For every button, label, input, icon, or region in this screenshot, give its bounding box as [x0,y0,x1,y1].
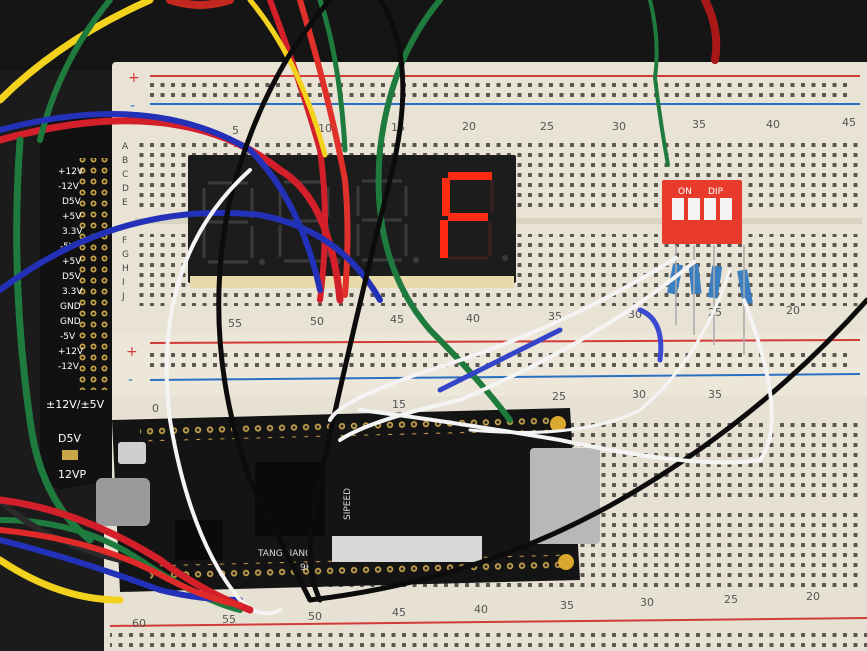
col-num: 20 [462,120,476,133]
row-letter: I [122,278,125,288]
row-letter: J [121,292,125,302]
col-num: 25 [724,593,738,606]
row-letter: H [122,264,129,274]
bottom-bottom-numbers: 60 55 50 45 40 35 30 25 20 [132,590,820,630]
dip-switch-4[interactable] [720,198,732,220]
col-num: 35 [692,118,706,131]
digit-4-lit-f [440,172,508,261]
col-num: 15 [392,398,406,411]
model-suffix-label: 9K [300,563,313,573]
brand-label: SIPEED [343,488,353,520]
dip-switch-3[interactable] [704,198,716,220]
col-num: 30 [632,388,646,401]
col-num: 40 [474,603,488,616]
top-rail-minus-label: - [130,98,135,114]
reset-button[interactable] [118,442,146,464]
col-num: 20 [806,590,820,603]
col-num: 45 [842,116,856,129]
mid-rail-plus-label: + [126,344,138,360]
resistor-array [666,245,753,355]
row-letter: D [122,184,129,194]
col-num: 30 [640,596,654,609]
mid-rail-minus-label: - [128,372,133,388]
row-letter: A [122,142,129,152]
jumper-label: ±12V/±5V [46,398,105,411]
dip-label: DIP [708,187,724,197]
col-num: 30 [612,120,626,133]
dip-switch: ON DIP [662,180,753,355]
col-num: 5 [232,124,239,137]
pin-label: -12V [58,182,80,192]
dip-on-label: ON [678,187,692,197]
mounting-hole [558,554,574,570]
dip-switch-2[interactable] [688,198,700,220]
row-letter: F [122,236,127,246]
top-column-numbers: 5 10 15 20 25 30 35 40 45 [232,116,856,137]
pin-label: GND [60,317,81,327]
col-num: 40 [466,312,480,325]
module-bottom-label: 12VP [58,468,87,481]
col-num: 35 [560,599,574,612]
pin-label: +12V [58,167,84,177]
d5v-label: D5V [58,432,81,445]
col-num: 50 [308,610,322,623]
top-row-letters: A B C D E F G H I J [121,142,129,302]
col-num: 60 [132,617,146,630]
pin-label: 3.3V [62,287,83,297]
pin-label: +5V [62,212,82,222]
col-num: 55 [222,613,236,626]
pin-label: -5V [60,332,76,342]
bottom-top-numbers: 0 15 25 30 35 [152,388,722,415]
seven-segment-display [188,155,516,288]
col-num: 45 [392,606,406,619]
col-num: 45 [390,313,404,326]
col-num: 20 [786,304,800,317]
pin-label: D5V [62,272,82,282]
d5v-jumper[interactable] [62,450,78,460]
row-letter: E [122,198,128,208]
col-num: 25 [552,390,566,403]
top-bottom-numbers: 55 50 45 40 35 30 25 20 [228,304,800,330]
col-num: 35 [708,388,722,401]
col-num: 40 [766,118,780,131]
row-letter: C [122,170,128,180]
pin-label: +12V [58,347,84,357]
col-num: 50 [310,315,324,328]
pin-label: -12V [58,362,80,372]
jumper-wires [0,0,867,616]
pin-label: 3.3V [62,227,83,237]
pin-label: D5V [62,197,82,207]
mounting-hole [550,416,566,432]
row-letter: G [122,250,129,260]
pin-label: GND [60,302,81,312]
row-letter: B [122,156,128,166]
usb-c-port[interactable] [96,478,150,526]
top-rail-plus-label: + [128,70,140,86]
col-num: 25 [540,120,554,133]
dip-switch-1[interactable] [672,198,684,220]
pin-label: +5V [62,257,82,267]
col-num: 0 [152,402,159,415]
power-supply-module: +12V -12V D5V +5V 3.3V -5V +5V D5V 3.3V … [40,112,112,490]
col-num: 55 [228,317,242,330]
ribbon-connector[interactable] [332,536,482,562]
col-num: 10 [318,122,332,135]
